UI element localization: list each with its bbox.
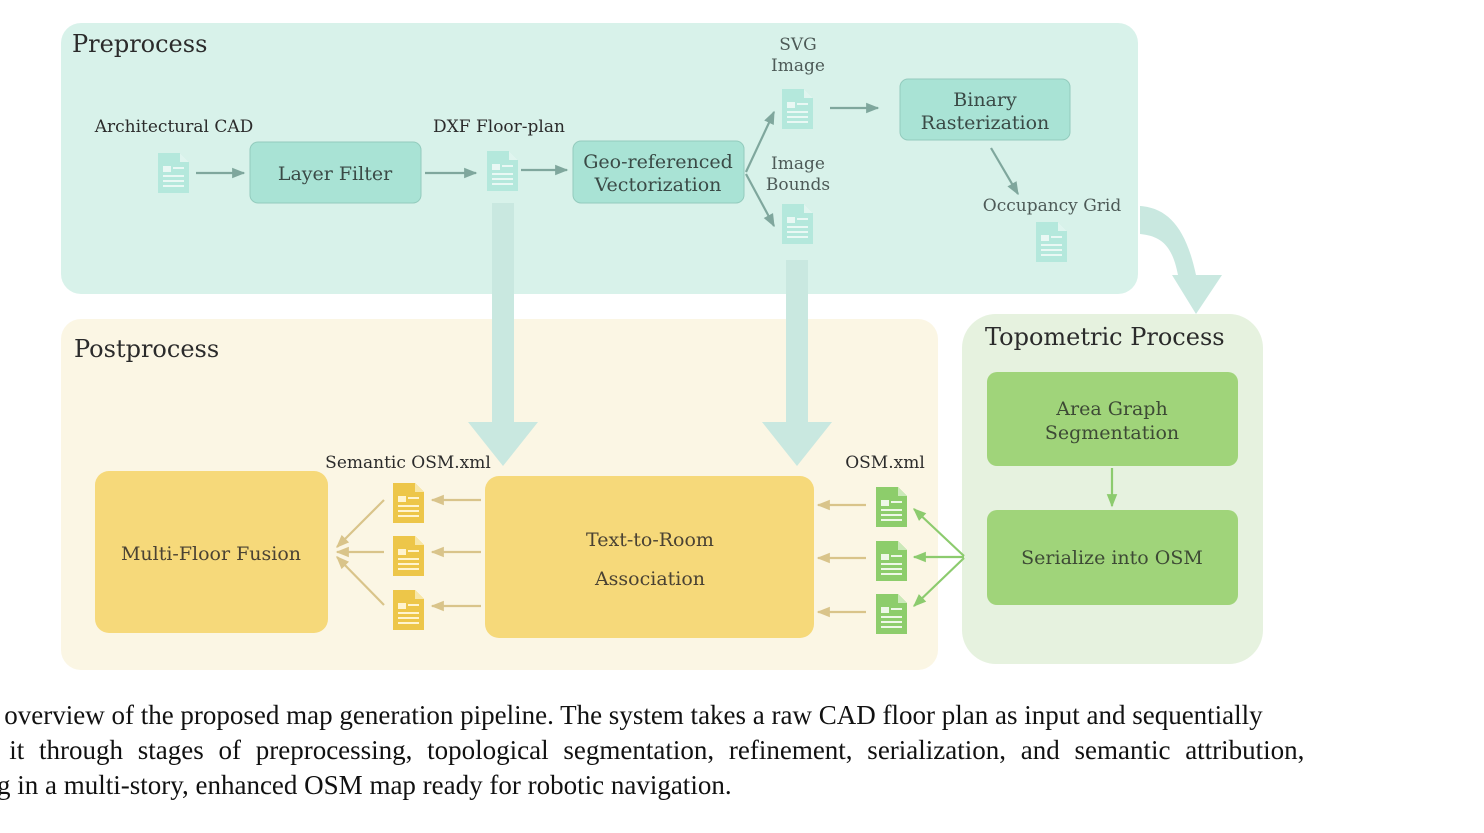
dxf-floor-plan-label: DXF Floor-plan (433, 117, 565, 137)
arrow-semantic1-to-fusion (336, 499, 385, 548)
semantic-osm-document-icon-2 (393, 536, 424, 576)
architectural-cad-label: Architectural CAD (94, 117, 254, 137)
preprocess-title: Preprocess (72, 30, 207, 58)
postprocess-title: Postprocess (74, 335, 219, 363)
big-arrow-preprocess-to-topometric (1140, 206, 1222, 314)
multi-floor-fusion-label: Multi-Floor Fusion (121, 543, 301, 565)
osm-document-icon-3 (876, 594, 907, 634)
big-arrow-dxf-to-semantic (468, 203, 538, 466)
arrow-rasterization-to-occupancy (990, 147, 1019, 196)
serialize-osm-box (987, 510, 1238, 605)
occupancy-grid-document-icon (1036, 222, 1067, 262)
text-to-room-box (485, 476, 814, 638)
binary-rasterization-label-line2: Rasterization (921, 112, 1050, 134)
dxf-document-icon (487, 151, 518, 191)
geo-vectorization-label-line2: Vectorization (594, 174, 722, 196)
multi-floor-fusion-box (95, 471, 328, 633)
semantic-osm-label: Semantic OSM.xml (325, 453, 491, 473)
semantic-osm-document-icon-1 (393, 483, 424, 523)
figure-caption: n overview of the proposed map generatio… (0, 698, 1436, 803)
layer-filter-box (249, 141, 422, 204)
binary-rasterization-label-line1: Binary (953, 89, 1017, 111)
caption-line-1: n overview of the proposed map generatio… (0, 700, 1263, 730)
occupancy-grid-label: Occupancy Grid (983, 196, 1122, 216)
arrow-semantic3-to-fusion (336, 556, 385, 606)
topometric-title: Topometric Process (985, 323, 1225, 351)
osm-document-icon-2 (876, 541, 907, 581)
text-to-room-label-line1: Text-to-Room (586, 529, 714, 551)
image-bounds-label-line2: Bounds (766, 175, 830, 195)
arrow-vectorization-to-svg (745, 110, 775, 173)
area-graph-segmentation-box (987, 372, 1238, 466)
big-arrow-bounds-to-association (762, 260, 832, 466)
layer-filter-label: Layer Filter (278, 163, 393, 185)
osm-xml-label: OSM.xml (845, 453, 925, 473)
svg-image-label-line2: Image (771, 56, 825, 76)
image-bounds-document-icon (782, 204, 813, 244)
svg-image-document-icon (782, 89, 813, 129)
serialize-osm-label: Serialize into OSM (1021, 547, 1203, 569)
cad-document-icon (158, 153, 189, 193)
arrow-serialize-to-osm3 (913, 557, 965, 607)
semantic-osm-document-icon-3 (393, 590, 424, 630)
arrow-serialize-to-osm1 (913, 508, 965, 557)
area-graph-label-line2: Segmentation (1045, 422, 1179, 444)
binary-rasterization-box (899, 78, 1071, 141)
text-to-room-label-line2: Association (594, 568, 705, 590)
geo-vectorization-label-line1: Geo-referenced (583, 151, 733, 173)
svg-image-label-line1: SVG (779, 35, 817, 55)
area-graph-label-line1: Area Graph (1055, 398, 1167, 420)
arrow-vectorization-to-bounds (745, 173, 775, 228)
geo-vectorization-box (572, 140, 745, 204)
osm-document-icon-1 (876, 487, 907, 527)
image-bounds-label-line1: Image (771, 154, 825, 174)
caption-line-3: ing in a multi-story, enhanced OSM map r… (0, 770, 732, 800)
caption-line-2: s it through stages of preprocessing, to… (0, 735, 1305, 765)
